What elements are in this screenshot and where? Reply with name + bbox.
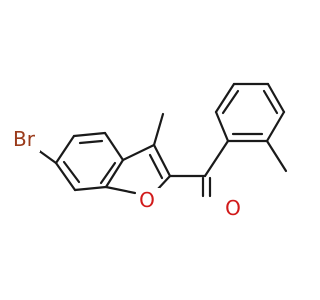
bond (121, 143, 156, 162)
bond (103, 131, 125, 162)
bond (78, 139, 104, 145)
bond (104, 185, 137, 195)
bond (221, 89, 240, 115)
aryl-bond (203, 139, 230, 178)
atom-br: Br (8, 126, 40, 152)
bond (62, 160, 81, 184)
bond (54, 161, 77, 192)
bond (214, 110, 230, 143)
bond (214, 82, 236, 114)
molecule-drawing: Br O O (8, 82, 288, 220)
bond (72, 131, 107, 138)
atom-o-carbonyl: O (224, 196, 246, 220)
furan-ring (104, 143, 172, 195)
bond (265, 110, 286, 143)
bond (148, 153, 164, 180)
bromo-bond (36, 148, 58, 165)
bromine-label: Br (13, 127, 36, 151)
bond (155, 174, 172, 192)
methyl-bond (265, 139, 288, 173)
bond (104, 158, 125, 189)
bond (152, 143, 172, 178)
carbonyl-oxygen-label: O (225, 196, 241, 220)
structure-canvas: Br O O (8, 82, 288, 220)
bond (73, 185, 108, 192)
substituent-bonds (36, 112, 230, 198)
benzofuran-benzene-ring (54, 131, 125, 192)
tolyl-ring (214, 82, 288, 173)
methyl-bond (152, 112, 165, 147)
ring-oxygen-label: O (139, 188, 155, 212)
bond (266, 82, 286, 114)
bond (262, 89, 279, 115)
bond (54, 134, 76, 165)
bond (99, 161, 117, 185)
atom-o-ring: O (136, 188, 160, 212)
